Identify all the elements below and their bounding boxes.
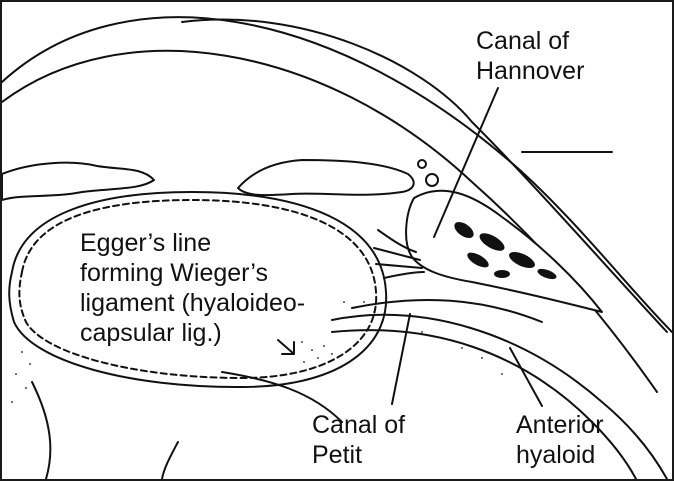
canal-hannover-vessel bbox=[426, 174, 438, 186]
label-eggers-line: Egger’s line forming Wieger’s ligament (… bbox=[80, 228, 305, 348]
label-anterior-hyaloid-line-2: hyaloid bbox=[516, 441, 595, 469]
label-canal-of-petit-line-1: Canal of bbox=[312, 411, 405, 439]
label-canal-of-petit: Canal of Petit bbox=[312, 410, 405, 470]
label-eggers-line-2: forming Wieger’s bbox=[80, 259, 268, 287]
label-canal-of-hannover: Canal of Hannover bbox=[476, 26, 584, 86]
iris-right bbox=[238, 160, 414, 195]
label-anterior-hyaloid-line-1: Anterior bbox=[516, 411, 604, 439]
label-canal-of-hannover-line-2: Hannover bbox=[476, 57, 584, 85]
canal-hannover-vessel-2 bbox=[418, 160, 426, 168]
iris-left bbox=[2, 163, 154, 200]
leader-petit bbox=[392, 314, 410, 404]
label-eggers-line-1: Egger’s line bbox=[80, 229, 211, 257]
ciliary-body bbox=[406, 191, 602, 312]
vitreous-curve-mid bbox=[162, 442, 178, 479]
label-anterior-hyaloid: Anterior hyaloid bbox=[516, 410, 604, 470]
label-canal-of-petit-line-2: Petit bbox=[312, 441, 362, 469]
vitreous-curve-left bbox=[32, 382, 50, 479]
label-canal-of-hannover-line-1: Canal of bbox=[476, 27, 569, 55]
sclera-line-1 bbox=[182, 20, 472, 122]
label-eggers-line-3: ligament (hyaloideo- bbox=[80, 289, 305, 317]
label-eggers-line-4: capsular lig.) bbox=[80, 319, 222, 347]
